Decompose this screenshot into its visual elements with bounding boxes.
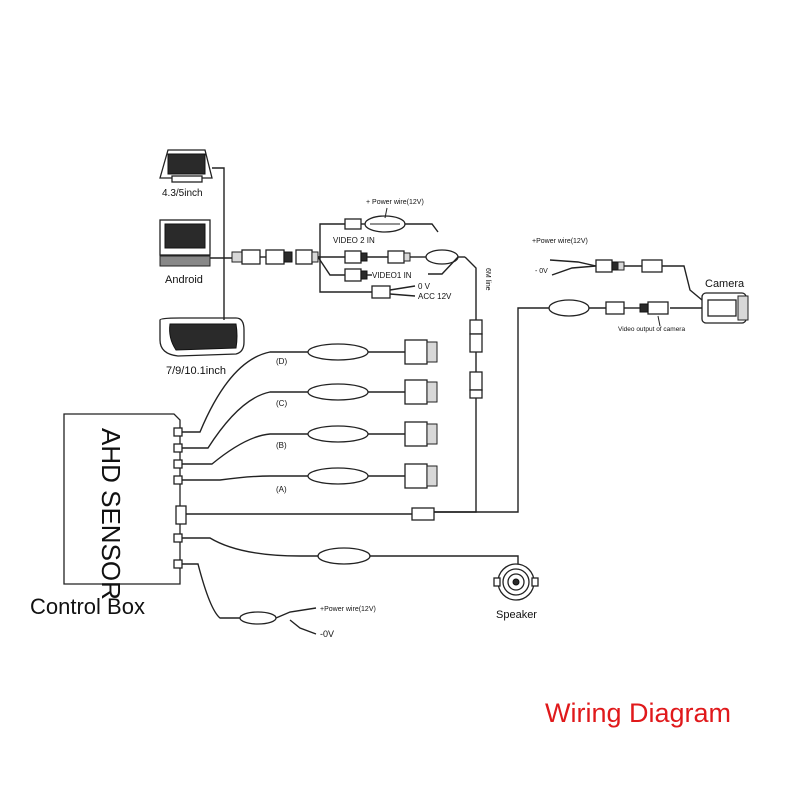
sensor-c: [307, 379, 438, 405]
video1-label: VIDEO1 IN: [372, 271, 412, 280]
sensor-b-label: (B): [276, 441, 287, 450]
monitor-4-5inch: [159, 149, 213, 183]
six-m-line-label: 6M line: [484, 268, 491, 291]
sensor-a: [307, 463, 438, 489]
six-m-connector-bottom: [469, 371, 483, 399]
sensor-d-label: (D): [276, 357, 287, 366]
video2-label: VIDEO 2 IN: [333, 236, 375, 245]
six-m-connector-top: [469, 319, 483, 353]
sensor-a-label: (A): [276, 485, 287, 494]
zero-v-top-label: 0 V: [418, 282, 431, 291]
monitor-4-5inch-label: 4.3/5inch: [162, 188, 203, 199]
control-box-label: Control Box: [30, 594, 145, 619]
zero-v-cam-label: - 0V: [535, 268, 548, 275]
control-box: [63, 413, 187, 585]
mirror-monitor: [159, 317, 245, 357]
power-wire-box-label: +Power wire(12V): [320, 606, 376, 613]
mirror-monitor-label: 7/9/10.1inch: [166, 365, 226, 377]
sensor-b: [307, 421, 438, 447]
diagram-title: Wiring Diagram: [545, 698, 731, 728]
sensor-c-label: (C): [276, 399, 287, 408]
android-head-unit: [159, 219, 211, 267]
android-label: Android: [165, 274, 203, 286]
acc-label: ACC 12V: [418, 292, 452, 301]
speaker-label: Speaker: [496, 609, 537, 621]
video-output-label: Video output of camera: [618, 326, 685, 333]
zero-v-box-label: -0V: [320, 629, 334, 639]
power-wire-top-label: + Power wire(12V): [366, 199, 424, 206]
monitor-connector: [231, 249, 319, 265]
control-box-inner-label: AHD SENSOR: [96, 428, 126, 600]
camera: [701, 292, 749, 324]
sensor-d: [307, 339, 438, 365]
camera-label: Camera: [705, 278, 745, 290]
power-wire-cam-label: +Power wire(12V): [532, 238, 588, 245]
speaker: [493, 563, 539, 601]
